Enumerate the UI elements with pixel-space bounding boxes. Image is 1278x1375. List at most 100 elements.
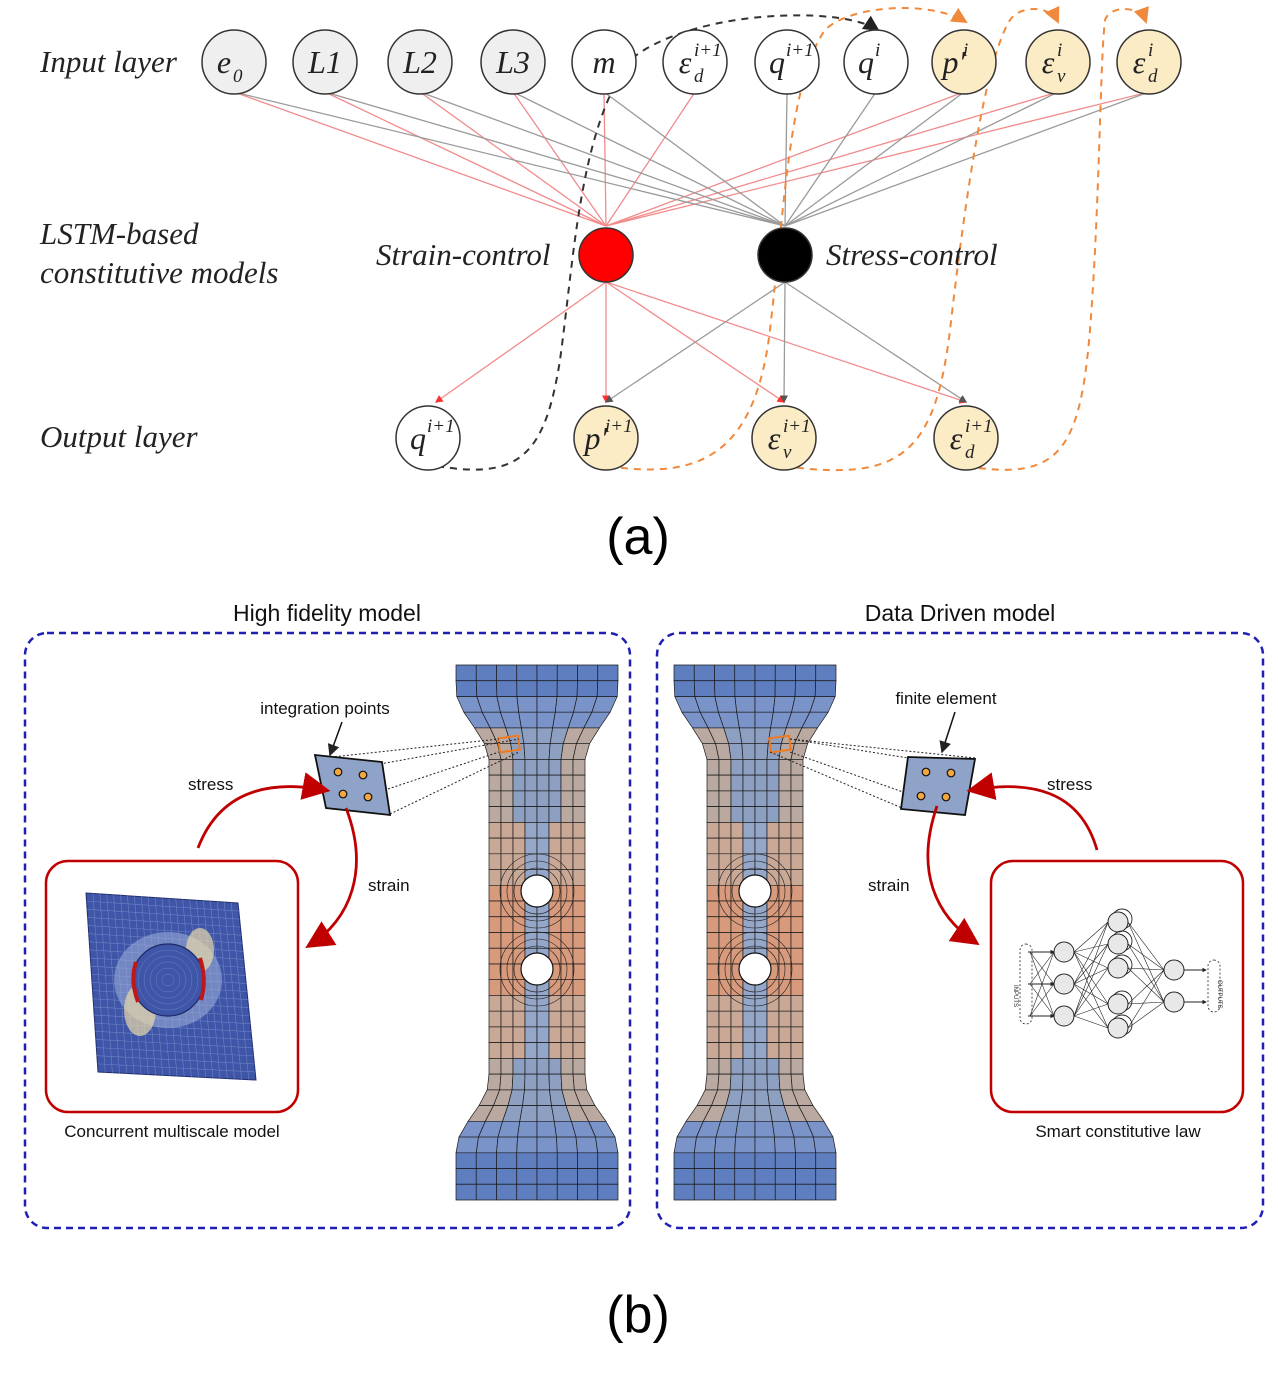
mesh-element [754, 1089, 770, 1106]
mesh-element [488, 916, 502, 933]
mesh-element [754, 696, 776, 713]
mesh-element [455, 1152, 477, 1169]
mesh-element [754, 1042, 768, 1059]
mesh-element [673, 1136, 697, 1154]
mesh-ring [717, 853, 793, 929]
mesh-element [754, 1168, 776, 1185]
mesh-element [718, 1058, 732, 1075]
mesh-element [730, 806, 744, 823]
mesh-element [795, 664, 817, 682]
mesh-element [741, 743, 756, 760]
mesh-element [718, 995, 732, 1012]
mesh-element [778, 1058, 792, 1075]
mesh-element [790, 822, 804, 839]
mesh-element [790, 774, 804, 792]
mesh-element [730, 837, 744, 855]
mesh-element [718, 774, 732, 792]
mesh-element [572, 853, 586, 870]
mesh-element [778, 774, 792, 792]
mesh-element [488, 900, 502, 918]
mesh-element [730, 1010, 744, 1028]
input-node-subscript: v [1057, 66, 1066, 87]
mesh-element [754, 1026, 768, 1043]
mesh-element [738, 727, 756, 745]
rve-inclusion-ring [143, 955, 193, 1005]
data-driven-title: Data Driven model [865, 600, 1055, 626]
integration-points-pointer [327, 721, 343, 757]
mesh-element [500, 900, 514, 918]
nn-edge [1073, 921, 1109, 985]
mesh-element [572, 932, 586, 949]
mesh-element [718, 947, 732, 965]
mesh-element [778, 947, 792, 965]
mesh-ring [506, 938, 568, 1000]
rve-grid-line [230, 902, 250, 1080]
mesh-element [488, 963, 502, 981]
mesh-element [560, 1026, 574, 1043]
mesh-element [548, 900, 562, 918]
mesh-element [754, 790, 768, 807]
mesh-element [512, 900, 526, 918]
integration-point [921, 767, 931, 777]
mesh-element [790, 1042, 804, 1059]
mesh-element [536, 1058, 550, 1075]
mesh-element [536, 696, 558, 713]
mesh-element [548, 837, 562, 855]
mesh-element [795, 1168, 817, 1185]
input-node-subscript: 0 [233, 66, 243, 87]
mesh-element [524, 995, 538, 1012]
mesh-element [524, 806, 538, 823]
mesh-element [500, 837, 514, 855]
mesh-element [536, 774, 550, 792]
mesh-element [500, 1042, 514, 1059]
mesh-element [706, 837, 720, 855]
stress-input-connection [784, 91, 965, 227]
mesh-element [548, 1042, 562, 1059]
mesh-element [560, 979, 574, 996]
rve-damage-band [131, 961, 140, 1003]
mesh-element [536, 822, 550, 839]
mesh-element [790, 1026, 804, 1043]
mesh-element [742, 759, 756, 776]
mesh-element [597, 1152, 619, 1169]
mesh-ring [499, 853, 575, 929]
mesh-element [754, 759, 768, 776]
nn-edge [1127, 921, 1165, 1003]
mesh-element [519, 1105, 538, 1122]
mesh-element [790, 853, 804, 870]
stress-input-connection [784, 91, 788, 227]
mesh-element [516, 1152, 538, 1169]
mesh-element [778, 932, 792, 949]
nn-input-group [1019, 943, 1033, 1025]
mesh-element [714, 696, 738, 713]
mesh-element [774, 680, 796, 697]
rve-grid-line [216, 901, 235, 1079]
strain-input-connection [605, 91, 1150, 227]
mesh-element [742, 822, 756, 839]
mesh-element [766, 806, 780, 823]
mesh-element [560, 1010, 574, 1028]
mesh-element [790, 947, 804, 965]
mesh-element [496, 680, 518, 697]
mesh-element [706, 853, 720, 870]
mesh-element [778, 995, 792, 1012]
mesh-element [524, 759, 538, 776]
rve-grid-line [95, 1031, 252, 1041]
mesh-element [742, 1042, 756, 1059]
mesh-element [790, 869, 804, 886]
mesh-element [790, 963, 804, 981]
mesh-element [577, 1183, 599, 1201]
mesh-element [548, 1026, 562, 1043]
mesh-element [488, 947, 502, 965]
mesh-element [734, 1152, 756, 1169]
input-node-circle [931, 29, 997, 95]
mesh-element [510, 743, 526, 760]
mesh-element [536, 1089, 552, 1106]
nn-edge [1127, 943, 1165, 1003]
mesh-element [500, 1010, 514, 1028]
mesh-element [754, 1120, 775, 1138]
nn-neuron [1053, 973, 1075, 995]
mesh-element [774, 1168, 796, 1185]
nn-output-group [1207, 959, 1221, 1013]
